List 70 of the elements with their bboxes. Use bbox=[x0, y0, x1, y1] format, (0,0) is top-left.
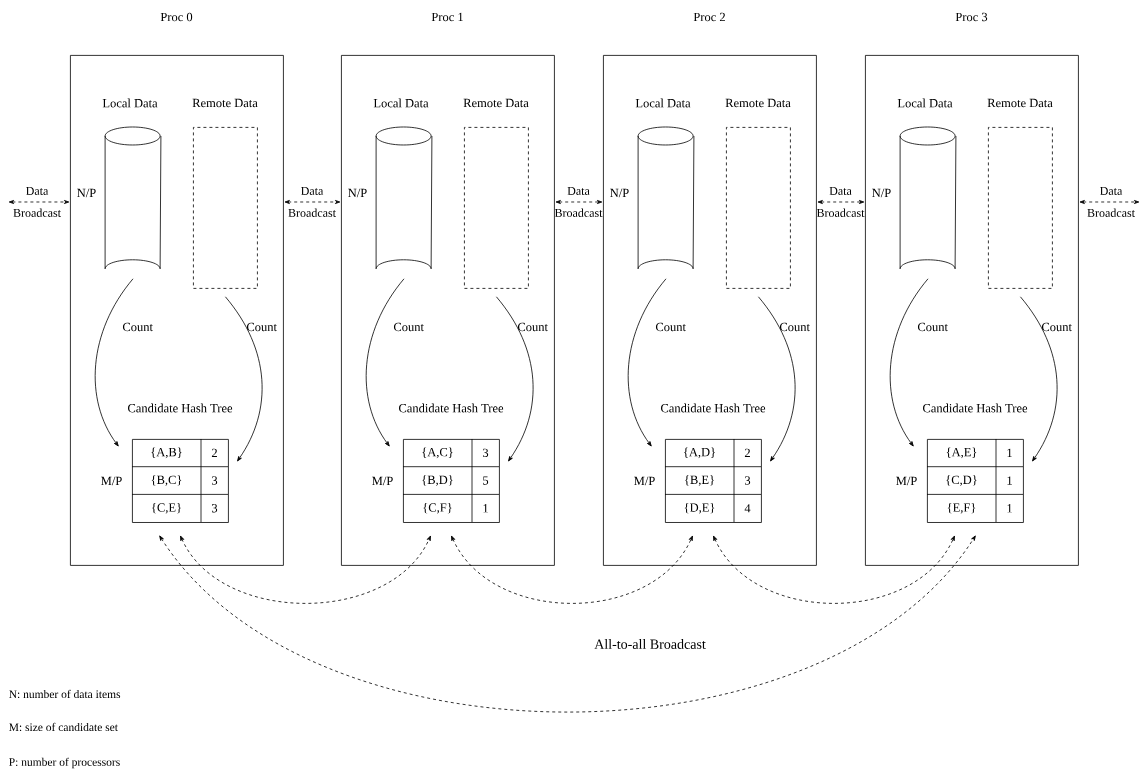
dashed-box bbox=[726, 127, 791, 289]
database-cylinder bbox=[375, 126, 433, 270]
broadcast-label: All-to-all Broadcast bbox=[594, 639, 706, 649]
arrow bbox=[225, 296, 263, 462]
edge-label: Data Broadcast bbox=[13, 187, 61, 217]
data-caption: Local Data bbox=[373, 98, 429, 108]
arrow bbox=[817, 200, 865, 204]
data-caption: Local Data bbox=[897, 98, 953, 108]
table-caption: Candidate Hash Tree bbox=[923, 403, 1028, 413]
size-label: N/P bbox=[348, 188, 367, 198]
edge-label: Count bbox=[1041, 322, 1072, 332]
size-label: M/P bbox=[372, 476, 393, 486]
arrow bbox=[94, 278, 134, 447]
database-cylinder bbox=[104, 126, 162, 270]
arrow bbox=[496, 296, 534, 462]
size-label: N/P bbox=[872, 188, 891, 198]
processor-label: Proc 3 bbox=[955, 12, 988, 22]
legend-note: N: number of data items bbox=[9, 689, 121, 699]
database-cylinder bbox=[637, 126, 695, 270]
edge-label: Count bbox=[655, 322, 686, 332]
data-caption: Remote Data bbox=[987, 98, 1053, 108]
hash-table: {A,E} 1 {C,D} 1 {E,F} 1 bbox=[926, 438, 1024, 523]
data-caption: Remote Data bbox=[192, 98, 258, 108]
edge-label: Count bbox=[779, 322, 810, 332]
arrow bbox=[758, 296, 796, 462]
arrow bbox=[555, 200, 603, 204]
arrow bbox=[713, 535, 955, 604]
table-caption: Candidate Hash Tree bbox=[128, 403, 233, 413]
edge-label: Data Broadcast bbox=[554, 187, 603, 217]
size-label: N/P bbox=[610, 188, 629, 198]
arrow bbox=[1079, 200, 1140, 204]
legend-note: M: size of candidate set bbox=[9, 722, 118, 732]
arrow bbox=[451, 535, 693, 604]
size-label: N/P bbox=[77, 188, 96, 198]
arrow bbox=[8, 200, 70, 204]
arrow bbox=[180, 535, 431, 604]
arrow bbox=[159, 535, 976, 713]
size-label: M/P bbox=[101, 476, 122, 486]
hash-table: {A,C} 3 {B,D} 5 {C,F} 1 bbox=[402, 438, 500, 523]
hash-table: {A,D} 2 {B,E} 3 {D,E} 4 bbox=[664, 438, 762, 523]
dashed-box bbox=[464, 127, 529, 289]
arrow bbox=[284, 200, 341, 204]
dashed-box bbox=[193, 127, 258, 289]
arrow bbox=[365, 278, 405, 447]
edge-label: Count bbox=[122, 322, 153, 332]
database-cylinder bbox=[899, 126, 957, 270]
arrow bbox=[1020, 296, 1058, 462]
size-label: M/P bbox=[896, 476, 917, 486]
processor-label: Proc 2 bbox=[693, 12, 725, 22]
processor-label: Proc 1 bbox=[431, 12, 463, 22]
edge-label: Data Broadcast bbox=[816, 187, 865, 217]
hash-table: {A,B} 2 {B,C} 3 {C,E} 3 bbox=[131, 438, 229, 523]
table-caption: Candidate Hash Tree bbox=[661, 403, 766, 413]
data-caption: Local Data bbox=[102, 98, 158, 108]
size-label: M/P bbox=[634, 476, 655, 486]
edge-label: Count bbox=[517, 322, 548, 332]
data-caption: Remote Data bbox=[463, 98, 529, 108]
data-caption: Remote Data bbox=[725, 98, 791, 108]
edge-label: Data Broadcast bbox=[288, 187, 336, 217]
edge-label: Count bbox=[393, 322, 424, 332]
edge-label: Count bbox=[246, 322, 277, 332]
edge-label: Data Broadcast bbox=[1087, 187, 1135, 217]
data-caption: Local Data bbox=[635, 98, 691, 108]
edge-label: Count bbox=[917, 322, 948, 332]
processor-label: Proc 0 bbox=[160, 12, 193, 22]
legend-note: P: number of processors bbox=[9, 757, 120, 769]
arrow bbox=[627, 278, 667, 447]
table-caption: Candidate Hash Tree bbox=[399, 403, 504, 413]
dashed-box bbox=[988, 127, 1053, 289]
arrow bbox=[889, 278, 929, 447]
